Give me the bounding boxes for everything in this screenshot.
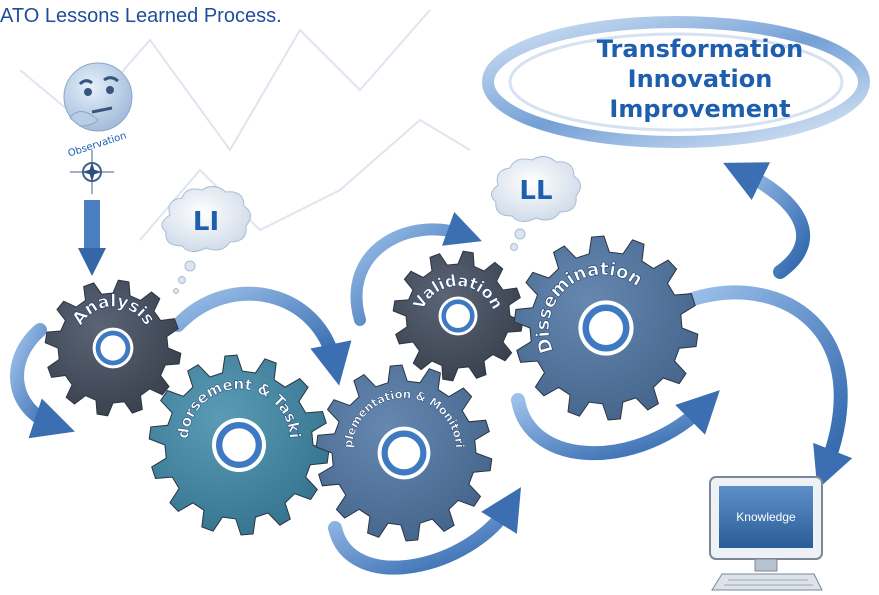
li-bubble-label: LI (193, 207, 219, 237)
arrow-validation-top (350, 211, 482, 326)
outcome-innovation: Innovation (627, 65, 773, 93)
arrow-to-knowledge (683, 285, 853, 490)
gear-validation-hub-ring (441, 299, 475, 333)
thinking-face-icon (63, 62, 133, 132)
thought-cloud-icon (161, 186, 251, 294)
gear-analysis (44, 279, 182, 417)
gear-dissemination-hub-ring (582, 304, 630, 352)
gear-implementation-hub-ring (381, 430, 427, 476)
arrow-analysis-loop (10, 323, 75, 439)
flow-arrows (10, 162, 853, 575)
compass-rose-icon (70, 150, 114, 194)
gear-dissemination (513, 235, 699, 421)
arrow-implementation-bottom (328, 487, 522, 575)
observation-label: Observation (67, 130, 128, 159)
thought-cloud-icon (491, 156, 581, 251)
computer-icon (709, 476, 823, 591)
diagram-caption: ATO Lessons Learned Process. (0, 5, 282, 27)
gear-dissemination-axle (596, 318, 616, 338)
arrow-to-outcomes (723, 162, 810, 279)
ll-bubble-label: LL (519, 176, 552, 206)
outcome-ring (482, 16, 870, 148)
gear-endorsement (148, 354, 330, 536)
gear-endorsement-axle (230, 436, 248, 454)
gear-implementation-axle (395, 444, 413, 462)
arrow-dissemination-bottom (511, 390, 720, 461)
outcome-improvement: Improvement (609, 95, 791, 123)
gear-endorsement-hub-ring (216, 422, 262, 468)
observation-down-arrow (78, 200, 106, 276)
outcome-transformation: Transformation (596, 35, 804, 63)
arrow-analysis-to-endorsement (171, 286, 352, 386)
computer-screen-label: Knowledge (736, 510, 796, 524)
gear-analysis-axle (106, 341, 120, 355)
gear-validation-axle (451, 309, 465, 323)
outcomes-list: Transformation Innovation Improvement (570, 34, 830, 124)
gear-validation (392, 250, 524, 382)
gear-implementation (315, 364, 493, 542)
gear-analysis-hub-ring (95, 330, 131, 366)
